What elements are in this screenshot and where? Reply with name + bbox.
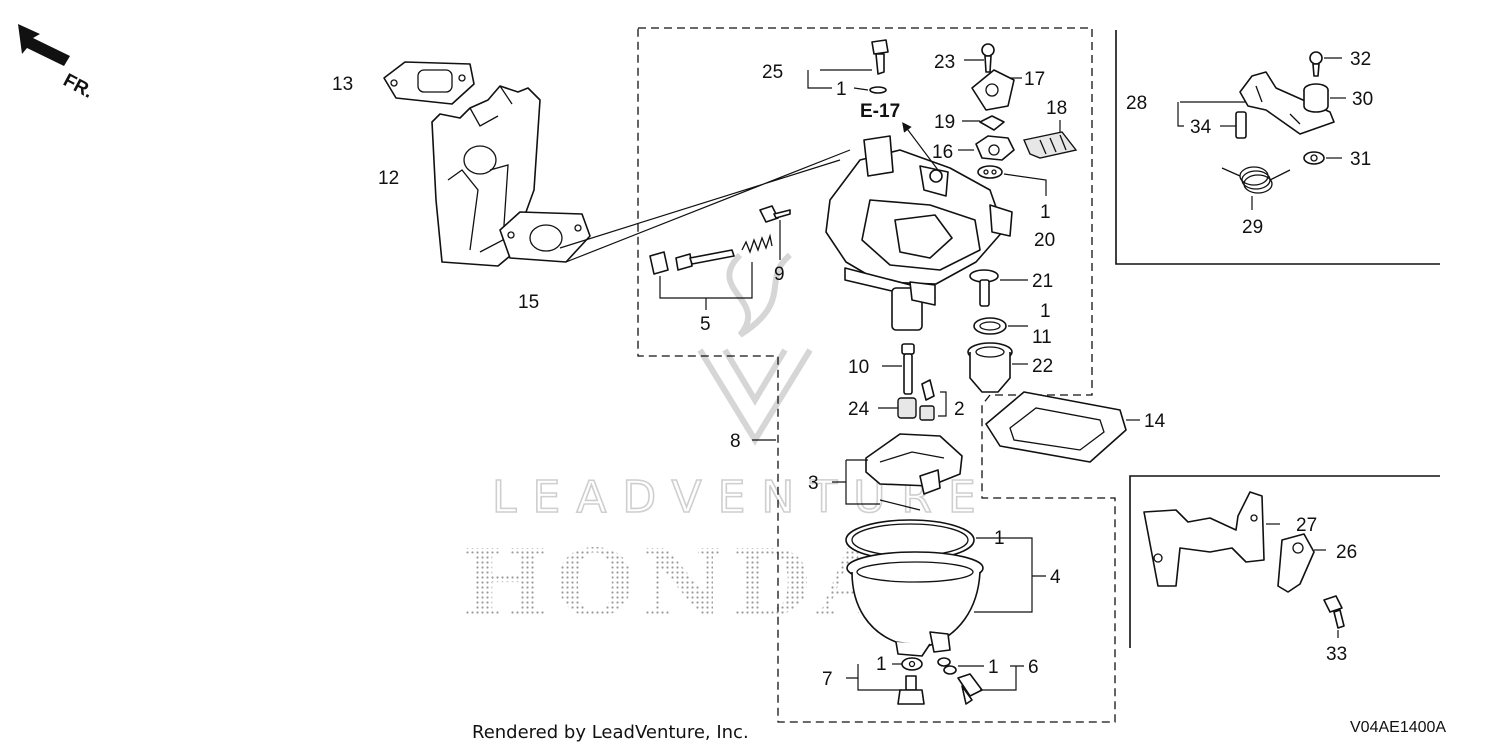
callout-11: 11 xyxy=(1032,327,1052,348)
drain-bolt-7 xyxy=(897,675,925,705)
washer-1e xyxy=(901,657,923,671)
gasket-14 xyxy=(985,391,1127,463)
callout-9: 9 xyxy=(774,264,785,285)
needle-10 xyxy=(901,343,915,395)
callout-4: 4 xyxy=(1050,567,1061,588)
callout-1e: 1 xyxy=(876,654,887,675)
callout-14: 14 xyxy=(1144,411,1166,432)
clip-26 xyxy=(1277,533,1315,593)
jet-24 xyxy=(897,397,917,419)
callout-32: 32 xyxy=(1350,49,1371,70)
leader-1a xyxy=(853,87,869,91)
pin-34 xyxy=(1235,111,1247,139)
leader-5 xyxy=(659,262,753,310)
o-ring-11 xyxy=(973,317,1007,335)
callout-10: 10 xyxy=(848,357,869,378)
callout-5: 5 xyxy=(700,314,711,335)
section-reference: E-17 xyxy=(860,101,900,122)
callout-1f: 1 xyxy=(988,657,999,678)
leader-15-to-carb xyxy=(559,149,851,263)
carburetor-body xyxy=(825,135,1013,331)
gasket-13 xyxy=(383,61,475,105)
callout-6: 6 xyxy=(1028,657,1039,678)
callout-19: 19 xyxy=(934,112,955,133)
leader-7 xyxy=(846,664,902,691)
spring-29 xyxy=(1221,166,1291,194)
pilot-screw-5 xyxy=(649,233,773,275)
float-valve-21 xyxy=(969,269,999,307)
float-3 xyxy=(865,433,963,511)
leader-2 xyxy=(938,391,947,417)
bracket-27 xyxy=(1143,491,1265,587)
diagram-code: V04AE1400A xyxy=(1350,719,1446,736)
callout-25: 25 xyxy=(762,62,783,83)
leader-6 xyxy=(980,665,1024,691)
jet-22 xyxy=(967,342,1013,393)
drain-screw-25 xyxy=(869,39,889,94)
collar-30 xyxy=(1303,83,1329,113)
front-arrow-icon xyxy=(18,24,70,66)
direction-label: FR. xyxy=(60,70,97,103)
rendered-by-credit: Rendered by LeadVenture, Inc. xyxy=(472,722,749,743)
drain-screw-6 xyxy=(957,673,983,705)
callout-33: 33 xyxy=(1326,644,1347,665)
callout-23: 23 xyxy=(934,52,955,73)
screw-23 xyxy=(981,43,995,73)
leader-4 xyxy=(974,537,1046,613)
callout-1a: 1 xyxy=(836,79,847,100)
choke-lever-28 xyxy=(1239,71,1335,135)
main-jet-2 xyxy=(919,379,935,421)
carburetor-assembly-box xyxy=(637,27,1116,723)
callout-7: 7 xyxy=(822,669,833,690)
watermark-emblem xyxy=(697,252,813,446)
callout-3: 3 xyxy=(808,473,819,494)
cap-18 xyxy=(1023,131,1078,159)
callout-34: 34 xyxy=(1190,117,1212,138)
callout-18: 18 xyxy=(1046,98,1067,119)
callout-17: 17 xyxy=(1024,69,1045,90)
callout-13: 13 xyxy=(332,74,353,95)
leader-28 xyxy=(1177,101,1246,127)
callout-30: 30 xyxy=(1352,89,1373,110)
bolt-33 xyxy=(1323,595,1345,629)
leader-25 xyxy=(807,69,872,89)
watermark-honda: HONDA xyxy=(462,529,894,637)
callout-15: 15 xyxy=(518,292,539,313)
screw-32 xyxy=(1309,51,1323,77)
callout-8: 8 xyxy=(730,431,741,452)
callout-24: 24 xyxy=(848,399,870,420)
callout-27: 27 xyxy=(1296,515,1317,536)
callout-20: 20 xyxy=(1034,230,1055,251)
callout-1c: 1 xyxy=(1040,301,1051,322)
front-direction-indicator: FR. xyxy=(18,24,97,103)
gasket-15 xyxy=(499,211,591,263)
callout-22: 22 xyxy=(1032,356,1053,377)
callout-16: 16 xyxy=(932,142,953,163)
bracket-box xyxy=(1129,475,1440,648)
washer-1b xyxy=(977,165,1003,179)
callout-26: 26 xyxy=(1336,542,1357,563)
callout-21: 21 xyxy=(1032,271,1053,292)
callout-31: 31 xyxy=(1350,149,1371,170)
callout-28: 28 xyxy=(1126,93,1147,114)
leader-3 xyxy=(832,459,880,505)
callout-labels: 13 12 15 25 1 23 17 18 19 16 1 20 9 5 21… xyxy=(332,49,1373,690)
callout-29: 29 xyxy=(1242,217,1263,238)
nut-31 xyxy=(1303,151,1325,165)
callout-2: 2 xyxy=(954,399,965,420)
float-chamber-4 xyxy=(846,551,984,657)
washers-1f xyxy=(937,657,957,675)
leader-e17 xyxy=(902,122,939,171)
plate-17 xyxy=(971,69,1015,111)
callout-1b: 1 xyxy=(1040,202,1051,223)
callout-12: 12 xyxy=(378,168,399,189)
choke-lever-box xyxy=(1115,30,1440,265)
screw-9 xyxy=(759,205,791,223)
holder-16 xyxy=(975,135,1015,161)
leader-1b xyxy=(1003,173,1047,196)
washer-19 xyxy=(979,115,1005,131)
callout-1d: 1 xyxy=(994,528,1005,549)
